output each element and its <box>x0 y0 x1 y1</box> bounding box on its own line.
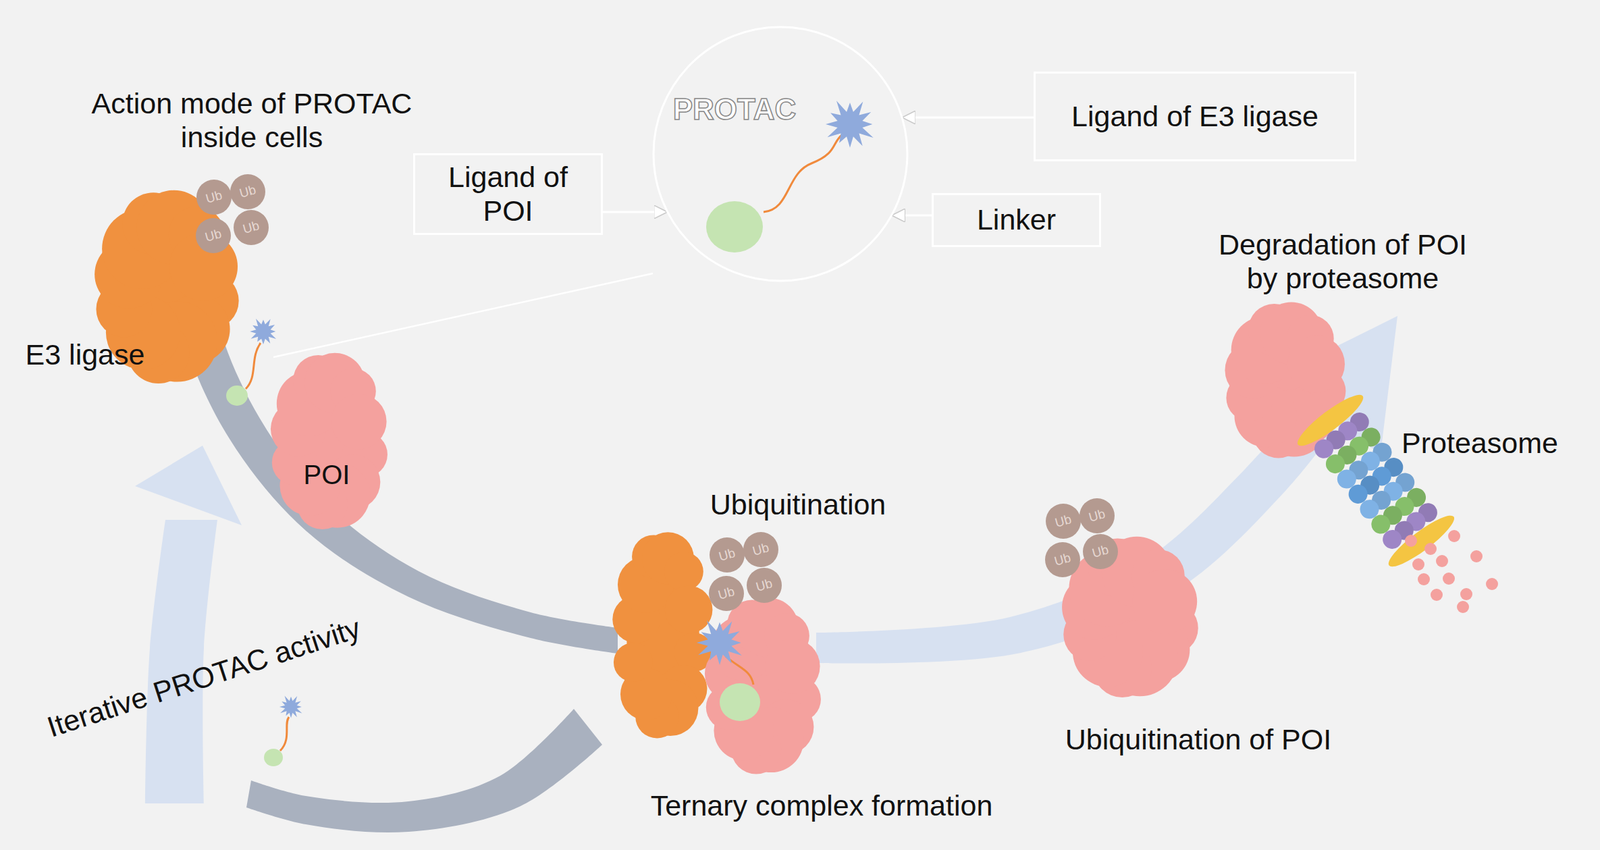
node-label: Linker <box>976 203 1056 237</box>
ubiquitin-circle <box>709 537 745 573</box>
peptide-fragment <box>1442 572 1455 585</box>
leader-arrow <box>602 211 667 214</box>
ubiquitin-circle <box>743 531 779 568</box>
blob-lobe <box>664 585 713 634</box>
ubiquitin-circle <box>746 567 782 603</box>
ubiquitin: Ub <box>708 536 746 574</box>
poi-ligand <box>719 683 761 722</box>
node-outline <box>270 351 389 531</box>
leader-arrow <box>893 214 932 217</box>
e3-ligase-blob <box>612 531 713 738</box>
node-label: E3 ligase <box>25 338 146 372</box>
blob-lobe <box>613 642 653 682</box>
peptide-fragment <box>1424 542 1437 555</box>
peptide-fragment <box>1417 573 1430 586</box>
ubiquitin: Ub <box>229 173 266 210</box>
linker <box>763 135 842 212</box>
blob-lobe <box>169 232 238 301</box>
peptide-fragment <box>1435 554 1449 568</box>
caption-label: Degradation of POI by proteasome <box>1207 228 1478 296</box>
recycle-arc <box>246 708 603 833</box>
poi-ligand <box>226 385 248 406</box>
ubiquitin: Ub <box>1044 541 1081 578</box>
e3-ligand <box>696 620 742 665</box>
peptide-fragment <box>1460 588 1473 601</box>
caption-label: Iterative PROTAC activity <box>43 610 365 744</box>
e3-ligand <box>249 318 277 345</box>
e3-ligand <box>825 100 874 148</box>
poi-blob: POI <box>270 351 389 531</box>
node-label: Ligand of E3 ligase <box>1071 99 1319 134</box>
protac-bound <box>696 620 761 722</box>
linker <box>280 716 289 751</box>
cycle-arc <box>173 255 618 654</box>
poi-ligand <box>706 201 763 253</box>
peptide-fragment <box>1412 558 1425 571</box>
peptide-fragment <box>1448 529 1461 543</box>
peptide-fragment <box>1470 550 1483 563</box>
node-outline <box>652 25 909 283</box>
leader-arrow <box>903 116 1034 119</box>
callout-box: Ligand of E3 ligase <box>1033 71 1357 162</box>
peptide-fragment <box>1404 534 1418 547</box>
blob-lobe <box>664 552 704 592</box>
caption-label: Ternary complex formation <box>650 789 994 823</box>
ubiquitin-circle <box>1045 503 1081 539</box>
ubiquitin-circle <box>196 179 232 215</box>
caption-label: Proteasome <box>1401 426 1559 461</box>
ubiquitin: Ub <box>708 575 745 612</box>
ubiquitin-circle <box>195 218 231 254</box>
protac-circle: PROTAC <box>652 25 909 283</box>
protac-small <box>226 318 277 406</box>
ubiquitin-circle <box>230 174 266 210</box>
ubiquitin-circle <box>1079 498 1115 534</box>
node-label: POI <box>303 459 351 491</box>
ubiquitin-circle <box>233 209 269 246</box>
peptide-fragment <box>1485 577 1499 591</box>
e3-ligand <box>279 696 303 719</box>
ubiquitin-circle <box>1082 534 1118 570</box>
degraded-poi-blob <box>1224 301 1346 458</box>
ubiquitinated-poi-blob <box>1061 536 1199 698</box>
ubiquitin: Ub <box>195 217 232 254</box>
blob-lobe <box>764 638 820 694</box>
proteasome-cap <box>1292 388 1369 453</box>
ubiquitin: Ub <box>1045 502 1082 540</box>
poi-ligand <box>263 748 283 767</box>
leader-line <box>273 273 653 358</box>
caption-label: Action mode of PROTAC inside cells <box>76 87 428 155</box>
ubiquitin: Ub <box>1078 497 1116 535</box>
blob-lobe <box>1132 569 1197 634</box>
linker <box>245 342 261 389</box>
recycle-arrow-head <box>135 445 242 526</box>
ubiquitin: Ub <box>232 209 270 246</box>
ubiquitin: Ub <box>195 178 233 216</box>
poi-blob <box>704 597 821 774</box>
ubiquitin: Ub <box>745 567 783 604</box>
protac-small <box>263 696 302 767</box>
ubiquitin-circle <box>708 575 744 611</box>
blob-lobe <box>1287 335 1345 393</box>
node-label: PROTAC <box>673 91 797 127</box>
caption-label: Ubiquitination of POI <box>1065 723 1332 757</box>
ubiquitin: Ub <box>1082 533 1119 570</box>
peptide-fragment <box>1456 600 1470 613</box>
proteasome <box>1292 388 1459 573</box>
peptide-fragment <box>1430 588 1443 601</box>
callout-box: Linker <box>931 193 1102 248</box>
blob-shape <box>270 353 388 530</box>
node-label: Ligand of POI <box>435 160 581 229</box>
e3-ligase-blob: E3 ligase <box>93 189 240 385</box>
circle-outline <box>653 27 908 281</box>
blob-lobe <box>331 393 387 449</box>
proteasome-cap <box>1383 509 1460 574</box>
callout-box: Ligand of POI <box>413 153 603 235</box>
caption-label: Ubiquitination <box>710 488 887 522</box>
ubiquitin: Ub <box>742 531 780 568</box>
ubiquitin-circle <box>1045 542 1081 578</box>
